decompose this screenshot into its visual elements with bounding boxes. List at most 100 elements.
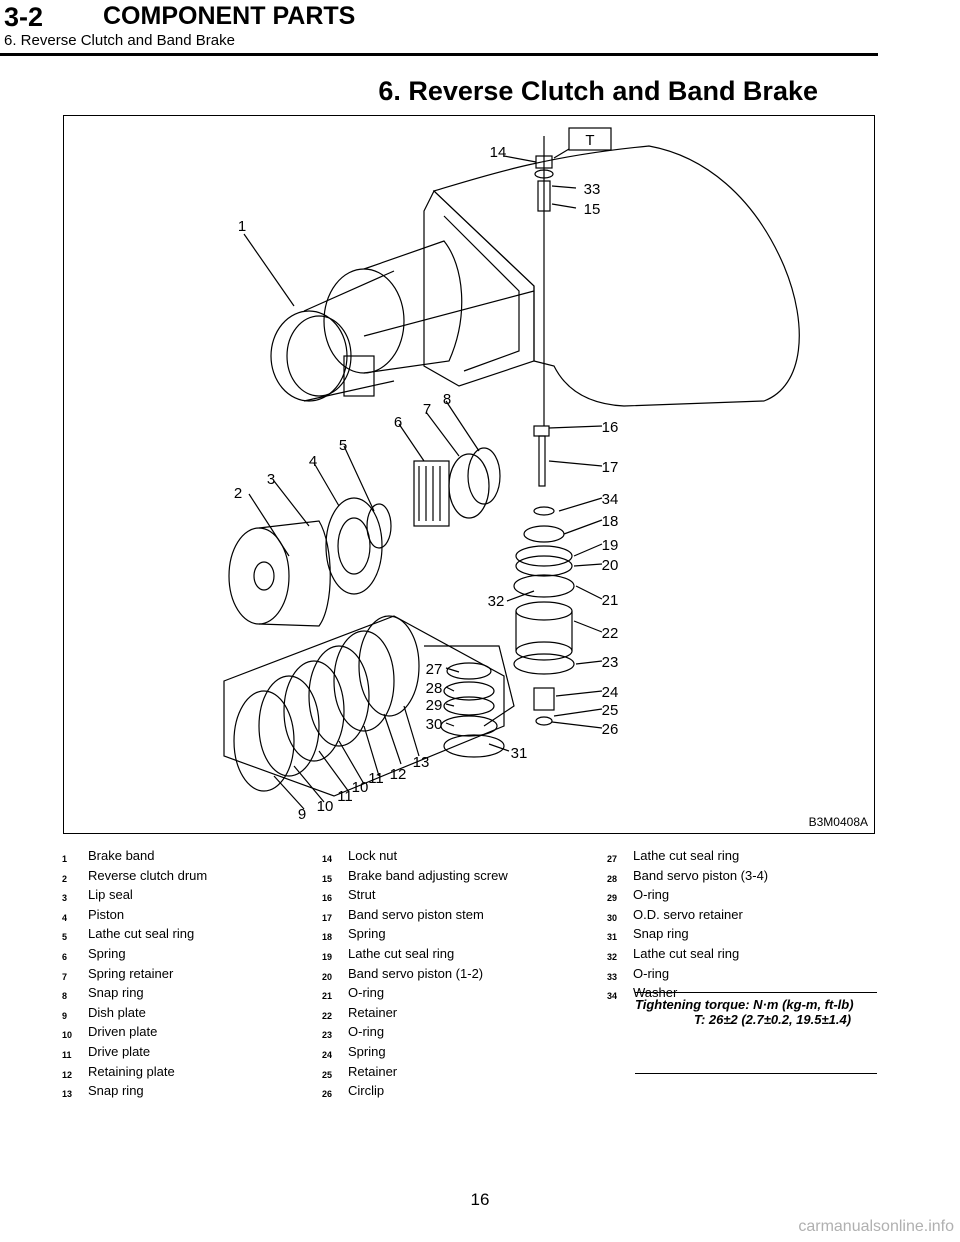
callout: 1 bbox=[238, 218, 246, 235]
callout: 17 bbox=[602, 459, 619, 476]
legend-number: 16 bbox=[322, 893, 333, 904]
legend-number: 10 bbox=[62, 1030, 73, 1041]
legend-number: 31 bbox=[607, 932, 618, 943]
callout: 10 bbox=[352, 779, 369, 796]
legend-label: Retaining plate bbox=[88, 1063, 175, 1079]
callout: 26 bbox=[602, 721, 619, 738]
legend-number: 26 bbox=[322, 1089, 333, 1100]
section-number: 3-2 bbox=[4, 2, 44, 32]
torque-title: Tightening torque: N·m (kg-m, ft-lb) bbox=[635, 997, 854, 1012]
legend-number: 23 bbox=[322, 1030, 333, 1041]
legend-item: 22 Retainer bbox=[322, 1005, 508, 1025]
legend-number: 12 bbox=[62, 1069, 73, 1080]
legend-label: Retainer bbox=[348, 1004, 398, 1020]
callout: 21 bbox=[602, 592, 619, 609]
legend-number: 20 bbox=[322, 971, 333, 982]
diagram-drawing: T 1 2 3 4 5 6 7 8 9 10 11 10 11 12 13 14… bbox=[223, 127, 800, 823]
callout: 2 bbox=[234, 485, 242, 502]
callout: 34 bbox=[602, 491, 619, 508]
page-header: 3-2 COMPONENT PARTS 6. Reverse Clutch an… bbox=[0, 0, 960, 64]
torque-mark: T bbox=[585, 132, 594, 149]
callout: 30 bbox=[426, 716, 443, 733]
legend-number: 29 bbox=[607, 893, 618, 904]
legend-label: O-ring bbox=[348, 1024, 385, 1040]
legend-number: 34 bbox=[607, 991, 618, 1002]
exploded-diagram: T 1 2 3 4 5 6 7 8 9 10 11 10 11 12 13 14… bbox=[63, 115, 875, 834]
legend-label: Circlip bbox=[348, 1083, 385, 1099]
legend-number: 4 bbox=[62, 912, 68, 923]
callout: 13 bbox=[413, 754, 430, 771]
legend-label: Strut bbox=[348, 887, 376, 903]
legend-item: 26 Circlip bbox=[322, 1083, 508, 1103]
callout: 12 bbox=[390, 766, 407, 783]
figure-code: B3M0408A bbox=[808, 815, 868, 829]
callout: 11 bbox=[337, 788, 353, 805]
callout: 9 bbox=[298, 806, 306, 823]
callout: 29 bbox=[426, 697, 443, 714]
callout: 14 bbox=[490, 144, 507, 161]
legend-number: 13 bbox=[62, 1089, 73, 1100]
callout: 18 bbox=[602, 513, 619, 530]
legend-label: Retainer bbox=[348, 1063, 398, 1079]
callout: 5 bbox=[339, 437, 347, 454]
callout: 6 bbox=[394, 414, 402, 431]
legend-label: Snap ring bbox=[88, 1083, 144, 1099]
legend-number: 18 bbox=[322, 932, 333, 943]
page-number: 16 bbox=[470, 1190, 490, 1209]
legend-number: 15 bbox=[322, 873, 333, 884]
legend-label: Snap ring bbox=[88, 985, 144, 1001]
legend-number: 5 bbox=[62, 932, 68, 943]
header-divider bbox=[0, 53, 878, 56]
legend-label: O-ring bbox=[348, 985, 385, 1001]
legend-label: Lip seal bbox=[88, 887, 133, 903]
callout: 7 bbox=[423, 401, 431, 418]
legend-label: Spring bbox=[348, 926, 386, 942]
callout: 31 bbox=[511, 745, 528, 762]
legend-number: 22 bbox=[322, 1010, 333, 1021]
legend-number: 3 bbox=[62, 893, 68, 904]
legend-number: 6 bbox=[62, 951, 68, 962]
legend-number: 7 bbox=[62, 971, 68, 982]
legend-label: Spring bbox=[88, 945, 126, 961]
legend-label: Lathe cut seal ring bbox=[88, 926, 195, 942]
legend-number: 21 bbox=[322, 991, 333, 1002]
legend-number: 14 bbox=[322, 854, 333, 864]
legend-number: 30 bbox=[607, 912, 618, 923]
callout: 8 bbox=[443, 391, 451, 408]
callout: 24 bbox=[602, 684, 619, 701]
legend-label: Drive plate bbox=[88, 1043, 151, 1059]
watermark-link[interactable]: carmanualsonline.info bbox=[798, 1218, 954, 1235]
callout: 33 bbox=[584, 181, 601, 198]
callout: 19 bbox=[602, 537, 619, 554]
legend-label: Band servo piston (1-2) bbox=[348, 965, 484, 981]
callout: 16 bbox=[602, 419, 619, 436]
legend-item: 5 Lathe cut seal ring bbox=[62, 926, 207, 946]
legend-label: Driven plate bbox=[88, 1024, 158, 1040]
legend-item: 12 Retaining plate bbox=[62, 1064, 207, 1084]
legend-label: O-ring bbox=[633, 965, 670, 981]
callout: 15 bbox=[584, 201, 601, 218]
torque-value: T: 26±2 (2.7±0.2, 19.5±1.4) bbox=[694, 1012, 852, 1027]
callout: 25 bbox=[602, 702, 619, 719]
callout: 4 bbox=[309, 453, 317, 470]
legend-number: 19 bbox=[322, 951, 333, 962]
legend-label: Spring bbox=[348, 1043, 386, 1059]
legend-label: Band servo piston stem bbox=[348, 906, 484, 922]
legend-label: Band servo piston (3-4) bbox=[633, 867, 769, 883]
